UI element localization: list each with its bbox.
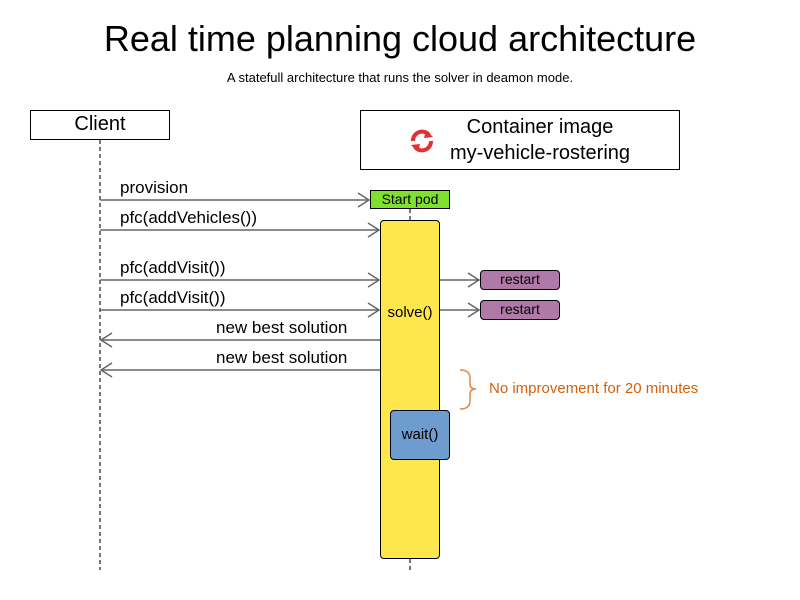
wait-box: wait() <box>390 410 450 460</box>
arrowhead <box>99 362 113 378</box>
arrowhead <box>367 302 381 318</box>
arrowhead <box>467 302 481 318</box>
arrowhead <box>467 272 481 288</box>
client-participant: Client <box>30 110 170 140</box>
container-image-name: my-vehicle-rostering <box>449 142 631 164</box>
note-no-improvement: No improvement for 20 minutes <box>489 380 699 397</box>
arrowhead <box>367 272 381 288</box>
message-label: provision <box>120 178 189 197</box>
arrowhead <box>367 222 381 238</box>
solve-label: solve() <box>387 304 433 321</box>
message-label: new best solution <box>216 348 348 367</box>
diagram-title: Real time planning cloud architecture <box>103 18 697 59</box>
restart-box: restart <box>480 300 560 320</box>
arrowhead <box>357 192 371 208</box>
message-label: new best solution <box>216 318 348 337</box>
brace <box>459 369 477 410</box>
container-label: Container image my-vehicle-rostering <box>401 114 679 166</box>
container-participant: Container image my-vehicle-rostering <box>360 110 680 170</box>
solver-activation-bar <box>380 220 440 559</box>
message-label: pfc(addVisit()) <box>120 258 226 277</box>
refresh-icon <box>411 129 433 153</box>
arrowhead <box>99 332 113 348</box>
start-pod-box: Start pod <box>370 190 450 209</box>
restart-box: restart <box>480 270 560 290</box>
message-label: pfc(addVehicles()) <box>120 208 258 227</box>
diagram-subtitle: A statefull architecture that runs the s… <box>226 70 574 85</box>
container-title: Container image <box>466 116 614 138</box>
message-label: pfc(addVisit()) <box>120 288 226 307</box>
